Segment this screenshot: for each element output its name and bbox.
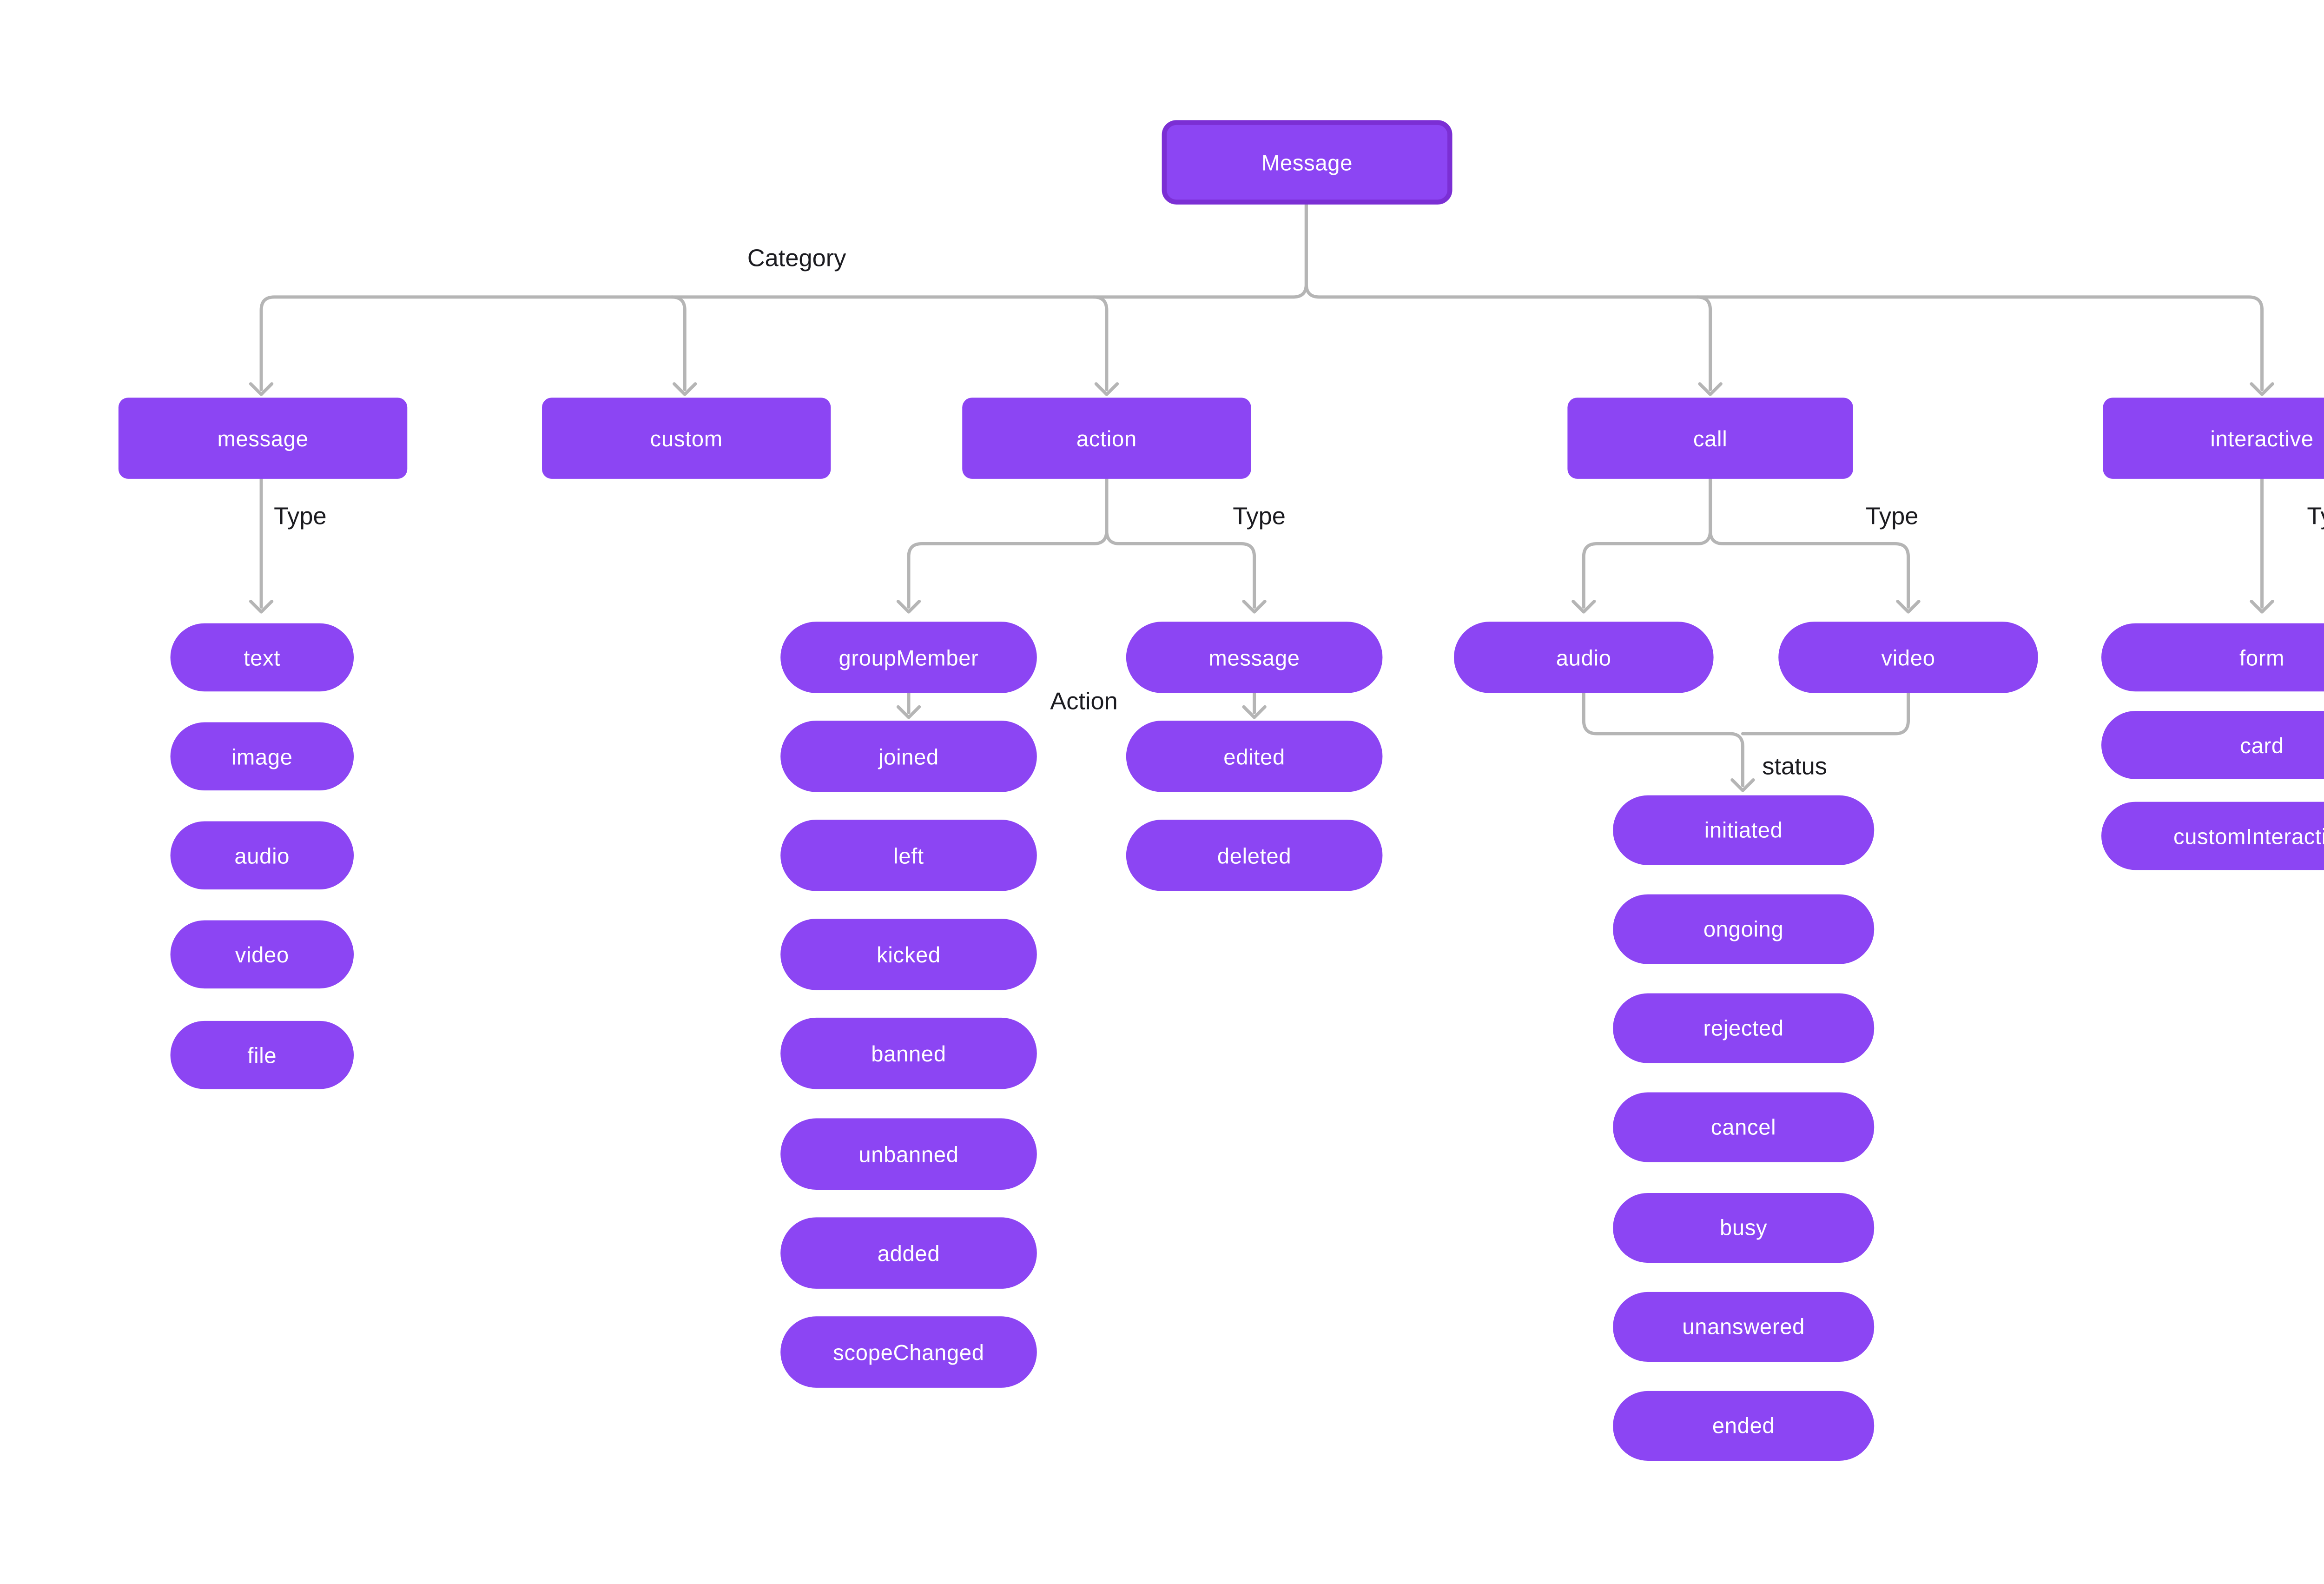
- arrowhead: [896, 599, 921, 614]
- edge-rail-to-custom: [670, 295, 687, 391]
- node-status-ongoing: ongoing: [1613, 894, 1875, 964]
- arrowhead: [1698, 382, 1723, 396]
- edge-call-to-video: [1709, 477, 1910, 609]
- edge-label-message-type: Type: [274, 503, 327, 531]
- edge-action-to-groupmember: [907, 477, 1109, 609]
- node-calltype-audio: audio: [1454, 622, 1714, 693]
- edge-label-category: Category: [747, 245, 846, 273]
- edge-root-to-message: [259, 203, 1308, 391]
- node-calltype-video: video: [1778, 622, 2038, 693]
- node-action-deleted: deleted: [1126, 820, 1383, 891]
- edge-video-to-status: [1741, 691, 1910, 736]
- node-type-audio: audio: [170, 821, 354, 890]
- node-status-rejected: rejected: [1613, 993, 1875, 1063]
- node-action-edited: edited: [1126, 721, 1383, 792]
- arrowhead: [673, 382, 697, 396]
- edge-rail-to-call: [1696, 295, 1712, 391]
- edge-rail-to-action: [1092, 295, 1109, 391]
- arrowhead: [1242, 599, 1267, 614]
- node-type-image: image: [170, 722, 354, 791]
- node-action-banned: banned: [780, 1017, 1037, 1089]
- node-action-left: left: [780, 820, 1037, 891]
- node-status-unanswered: unanswered: [1613, 1292, 1875, 1362]
- edge-root-to-interactive: [1304, 203, 2264, 391]
- node-action-scopechanged: scopeChanged: [780, 1316, 1037, 1388]
- node-subtype-groupmember: groupMember: [780, 622, 1037, 693]
- node-action-unbanned: unbanned: [780, 1118, 1037, 1190]
- node-status-cancel: cancel: [1613, 1092, 1875, 1162]
- node-action-added: added: [780, 1217, 1037, 1289]
- arrowhead: [249, 382, 274, 396]
- node-interactive-form: form: [2101, 623, 2324, 692]
- arrowhead: [1094, 382, 1119, 396]
- node-interactive-card: card: [2101, 711, 2324, 779]
- arrowhead: [1730, 778, 1755, 792]
- edge-label-interactive-type: Type: [2307, 503, 2324, 531]
- node-type-text: text: [170, 623, 354, 692]
- node-status-busy: busy: [1613, 1193, 1875, 1263]
- arrowhead: [1896, 599, 1921, 614]
- node-category-message: message: [118, 398, 408, 479]
- node-action-kicked: kicked: [780, 918, 1037, 990]
- arrowhead: [1571, 599, 1596, 614]
- node-interactive-custominteractive: customInteractive: [2101, 802, 2324, 870]
- node-type-video: video: [170, 920, 354, 989]
- arrowhead: [896, 705, 921, 719]
- node-type-file: file: [170, 1021, 354, 1089]
- edge-call-to-audio: [1582, 477, 1712, 609]
- arrowhead: [2250, 382, 2274, 396]
- node-category-custom: custom: [542, 398, 831, 479]
- node-category-interactive: interactive: [2103, 398, 2324, 479]
- node-status-initiated: initiated: [1613, 795, 1875, 865]
- node-subtype-message: message: [1126, 622, 1383, 693]
- node-category-call: call: [1567, 398, 1853, 479]
- node-action-joined: joined: [780, 721, 1037, 792]
- node-message-root: Message: [1162, 120, 1452, 205]
- node-status-ended: ended: [1613, 1391, 1875, 1461]
- edge-label-call-status: status: [1762, 753, 1828, 781]
- arrowhead: [1242, 705, 1267, 719]
- edge-audio-to-status: [1582, 691, 1744, 788]
- arrowhead: [249, 599, 274, 614]
- arrowhead: [2250, 599, 2274, 614]
- edge-label-group-action: Action: [1050, 688, 1118, 716]
- edge-action-to-message: [1105, 477, 1256, 609]
- edge-label-action-type: Type: [1233, 503, 1286, 531]
- edge-label-call-type: Type: [1865, 503, 1919, 531]
- node-category-action: action: [962, 398, 1251, 479]
